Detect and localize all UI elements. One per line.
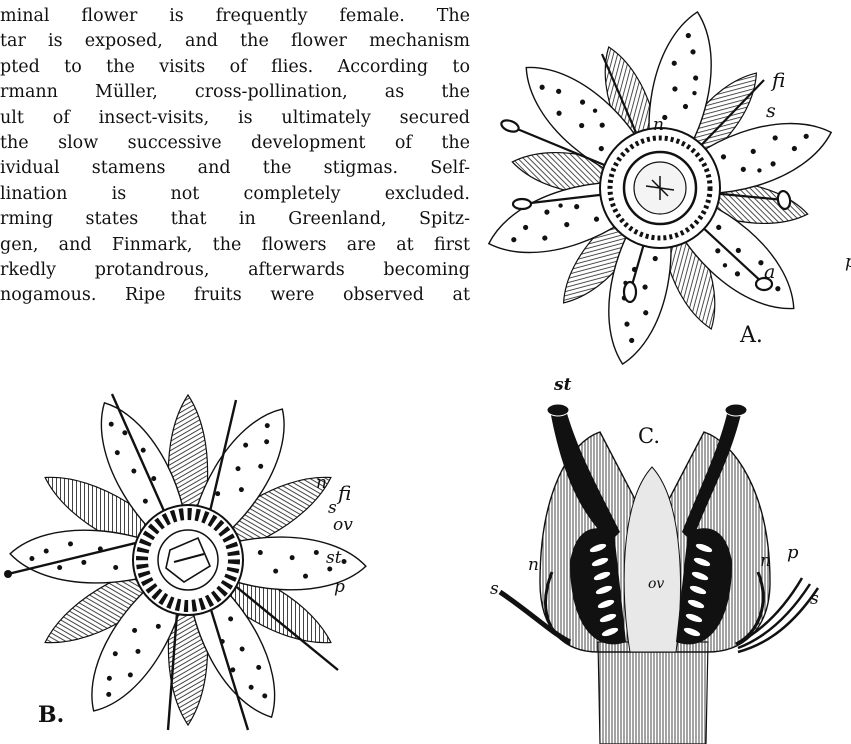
figure-b: n fi s ov st p B. bbox=[0, 392, 380, 744]
body-text: minal flower is frequently female. The t… bbox=[0, 4, 470, 309]
label-n: n bbox=[316, 473, 327, 493]
figure-b-caption: B. bbox=[38, 702, 64, 728]
text-line: gen, and Finmark, the flowers are at fir… bbox=[0, 233, 470, 258]
label-p: p bbox=[845, 252, 851, 272]
figure-c-illustration: st C. n n p s s ov bbox=[470, 372, 851, 744]
label-s: s bbox=[766, 100, 776, 122]
label-p: p bbox=[787, 542, 799, 563]
text-line: ividual stamens and the stigmas. Self- bbox=[0, 156, 470, 181]
figure-a-caption: A. bbox=[739, 323, 763, 348]
text-line: the slow successive development of the bbox=[0, 131, 470, 156]
label-n: n bbox=[653, 115, 664, 135]
label-ov: ov bbox=[333, 515, 353, 535]
figure-c-caption: C. bbox=[638, 424, 660, 448]
figure-a: fi s n p a A. bbox=[470, 0, 851, 380]
figure-a-illustration: fi s n p a A. bbox=[470, 0, 851, 380]
label-n-right: n bbox=[760, 551, 771, 571]
label-ov: ov bbox=[648, 576, 664, 592]
text-line: pted to the visits of flies. According t… bbox=[0, 55, 470, 80]
text-line: tar is exposed, and the flower mechanism bbox=[0, 29, 470, 54]
text-line: rming states that in Greenland, Spitz- bbox=[0, 207, 470, 232]
label-n-left: n bbox=[528, 555, 539, 575]
figure-c: st C. n n p s s ov bbox=[470, 372, 851, 744]
text-line: rkedly protandrous, afterwards becoming bbox=[0, 258, 470, 283]
text-line: rmann Müller, cross-pollination, as the bbox=[0, 80, 470, 105]
label-a: a bbox=[764, 261, 775, 283]
text-line: lination is not completely excluded. bbox=[0, 182, 470, 207]
figure-b-illustration: n fi s ov st p B. bbox=[0, 392, 380, 744]
label-st: st bbox=[553, 375, 572, 395]
label-s-right: s bbox=[810, 589, 819, 609]
label-s-left: s bbox=[490, 579, 499, 599]
label-p: p bbox=[334, 577, 345, 597]
text-line: ult of insect-visits, is ultimately secu… bbox=[0, 106, 470, 131]
text-line: minal flower is frequently female. The bbox=[0, 4, 470, 29]
label-fi: fi bbox=[770, 68, 785, 92]
text-line: nogamous. Ripe fruits were observed at bbox=[0, 283, 470, 308]
label-fi: fi bbox=[336, 481, 351, 505]
label-st: st bbox=[326, 548, 342, 568]
